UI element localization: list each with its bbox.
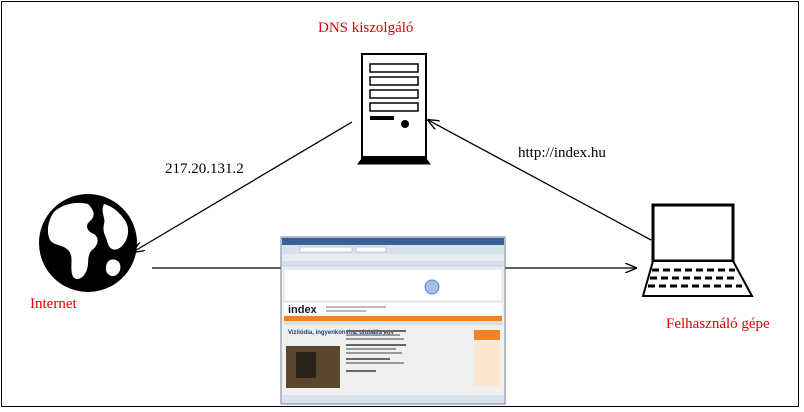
diagram-border (1, 1, 799, 407)
internet-label: Internet (30, 296, 77, 312)
browser-headline: Vizilódia, ingyenkonyha, globális egy (288, 330, 395, 336)
ip-address-label: 217.20.131.2 (165, 161, 244, 177)
arrow-user-to-dns (428, 120, 652, 241)
dns-server-label: DNS kiszolgáló (318, 20, 414, 36)
browser-window-screenshot: index Vizilódia, ingyenkonyha, globális … (280, 236, 506, 405)
arrow-dns-to-internet (133, 121, 353, 252)
laptop-icon (641, 203, 754, 297)
globe-icon (39, 194, 137, 292)
server-tower-icon (357, 53, 431, 165)
user-machine-label: Felhasználó gépe (666, 316, 770, 332)
index-logo-text: index (288, 304, 318, 316)
url-label: http://index.hu (518, 145, 606, 161)
